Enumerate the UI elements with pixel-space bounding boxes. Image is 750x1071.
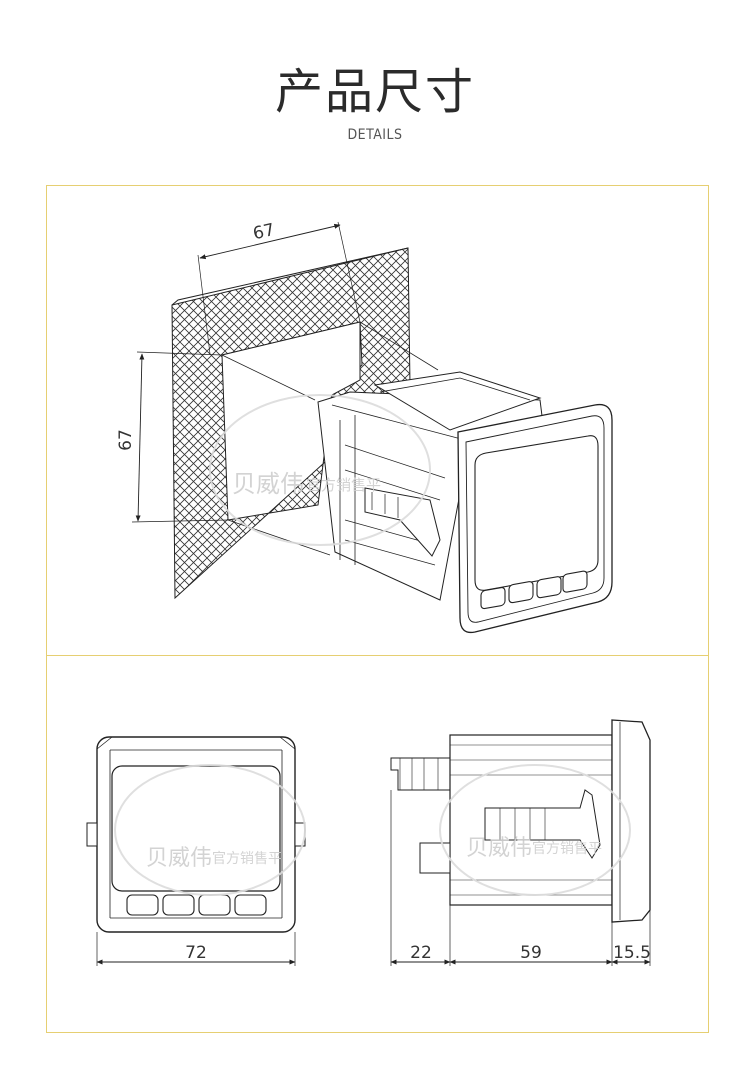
panel-cutout <box>221 321 361 396</box>
svg-text:贝威伟: 贝威伟 <box>232 470 304 498</box>
perspective-height-label: 67 <box>116 429 136 451</box>
frame-divider <box>46 655 709 656</box>
svg-text:贝威伟: 贝威伟 <box>146 846 212 871</box>
front-width-label: 72 <box>185 943 207 963</box>
side-d3-label: 15.5 <box>613 943 651 963</box>
svg-text:官方销售平: 官方销售平 <box>212 851 282 867</box>
page-subtitle: DETAILS <box>347 127 403 143</box>
side-view <box>390 719 651 966</box>
svg-text:官方销售平: 官方销售平 <box>532 841 602 857</box>
side-d1-label: 22 <box>410 943 432 963</box>
side-bezel <box>611 719 651 923</box>
perspective-width-label: 67 <box>251 220 277 244</box>
svg-text:贝威伟: 贝威伟 <box>466 836 532 861</box>
page-title: 产品尺寸 <box>274 64 475 120</box>
front-view <box>86 736 306 966</box>
front-view-buttons <box>126 894 267 916</box>
watermark-logo: 贝威伟 官方销售平 贝威伟 官方销售平 贝威伟 官方销售平 <box>114 394 631 896</box>
mounting-clip <box>364 487 441 557</box>
perspective-view <box>131 221 613 634</box>
diagram-frame <box>46 185 709 1033</box>
side-d2-label: 59 <box>520 943 542 963</box>
svg-text:官方销售平: 官方销售平 <box>306 476 381 494</box>
display-screen <box>474 435 599 591</box>
front-buttons <box>480 570 588 610</box>
side-clip <box>484 789 601 859</box>
